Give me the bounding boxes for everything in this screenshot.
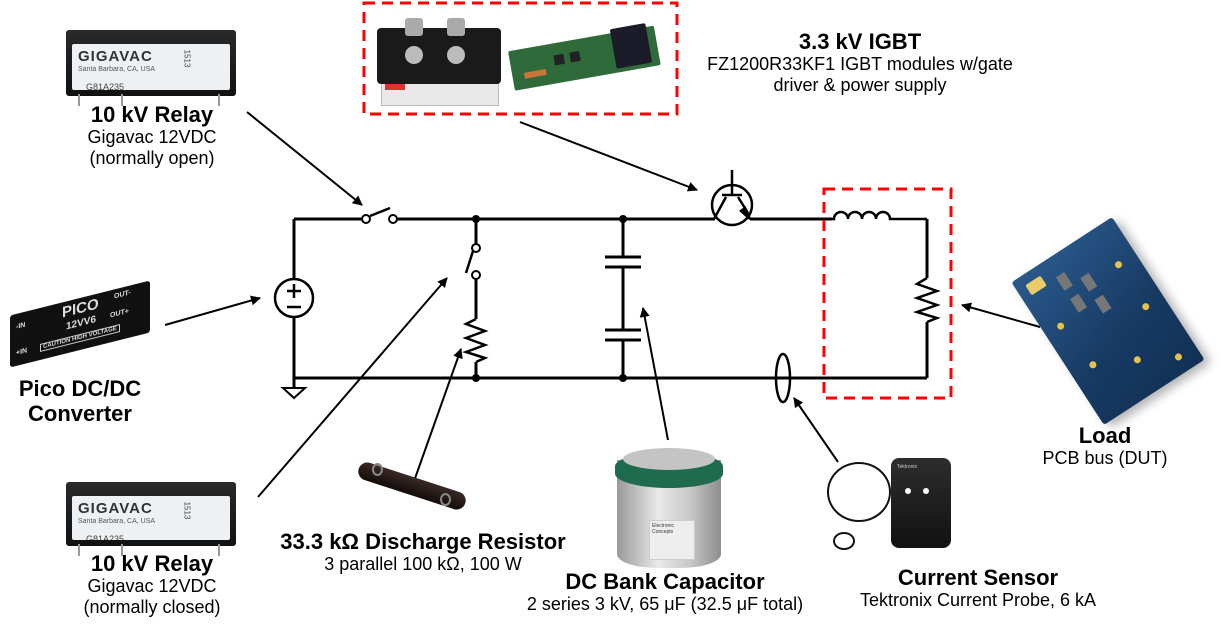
relay-brand-text: GIGAVAC (78, 48, 153, 65)
arrow-pico (164, 295, 261, 326)
voltage-source-symbol (273, 277, 315, 319)
discharge-resistor-photo (352, 455, 472, 515)
resistor-label: 33.3 kΩ Discharge Resistor 3 parallel 10… (258, 529, 588, 575)
igbt-module-photo (375, 10, 505, 108)
igbt-highlight-box (362, 1, 679, 116)
load-resistor-symbol (912, 276, 941, 324)
current-probe-loop-symbol (774, 352, 792, 404)
relay-open-label: 10 kV Relay Gigavac 12VDC (normally open… (52, 102, 252, 169)
capacitor-line1: 2 series 3 kV, 65 μF (32.5 μF total) (526, 594, 804, 615)
current-probe-photo: Tektronix (825, 448, 965, 558)
relay-closed-line1: Gigavac 12VDC (87, 576, 217, 597)
current-sensor-title: Current Sensor (897, 565, 1059, 590)
relay-closed-label: 10 kV Relay Gigavac 12VDC (normally clos… (52, 551, 252, 618)
relay-open-line1: Gigavac 12VDC (87, 127, 217, 148)
igbt-title: 3.3 kV IGBT (798, 29, 922, 54)
arrow-relay-open (246, 111, 363, 206)
load-pcb-photo (1000, 217, 1220, 425)
capacitor-1-symbol (605, 255, 641, 269)
relay-open-photo: GIGAVAC Santa Barbara, CA, USA G81A235 1… (66, 30, 236, 106)
arrow-current-sensor (793, 397, 839, 463)
capacitor-title: DC Bank Capacitor (565, 569, 765, 594)
igbt-line1: FZ1200R33KF1 IGBT modules w/gate (707, 54, 1013, 75)
relay-open-line2: (normally open) (89, 147, 215, 168)
capacitor-photo: Electronic Concepts (615, 440, 725, 575)
pico-title-line2: Converter (28, 401, 132, 427)
igbt-line2: driver & power supply (773, 74, 947, 95)
resistor-line1: 3 parallel 100 kΩ, 100 W (324, 554, 522, 575)
arrow-load (961, 302, 1041, 328)
relay-closed-title: 10 kV Relay (90, 551, 214, 576)
current-sensor-label: Current Sensor Tektronix Current Probe, … (838, 565, 1118, 611)
load-title: Load (1078, 423, 1132, 448)
pico-converter-photo: PICO 12VV6 -IN OUT- OUT+ +IN CAUTION HIG… (6, 280, 156, 370)
pico-label: Pico DC/DC Converter (0, 376, 160, 427)
relay-open-title: 10 kV Relay (90, 102, 214, 127)
relay-open-switch-symbol (361, 206, 398, 224)
arrow-relay-closed (257, 277, 448, 498)
igbt-label: 3.3 kV IGBT FZ1200R33KF1 IGBT modules w/… (700, 29, 1020, 96)
capacitor-label: DC Bank Capacitor 2 series 3 kV, 65 μF (… (480, 569, 850, 615)
arrow-resistor (412, 348, 463, 485)
resistor-title: 33.3 kΩ Discharge Resistor (280, 529, 566, 554)
relay-closed-photo: GIGAVAC Santa Barbara, CA, USA G81A235 1… (66, 482, 236, 556)
capacitor-2-symbol (605, 328, 641, 342)
discharge-resistor-symbol (462, 317, 489, 364)
current-sensor-line1: Tektronix Current Probe, 6 kA (859, 590, 1097, 611)
load-label: Load PCB bus (DUT) (1030, 423, 1180, 469)
ground-symbol (280, 387, 308, 400)
load-highlight-box (822, 187, 953, 400)
arrow-igbt (519, 121, 698, 192)
pico-title-line1: Pico DC/DC (18, 376, 142, 401)
igbt-transistor-symbol (710, 170, 754, 227)
junction-dots (472, 215, 627, 382)
load-line1: PCB bus (DUT) (1042, 448, 1168, 469)
arrow-capacitor (639, 307, 669, 441)
relay-closed-line2: (normally closed) (83, 596, 221, 617)
relay-closed-switch-symbol (464, 243, 481, 280)
load-inductor-symbol (832, 210, 927, 221)
